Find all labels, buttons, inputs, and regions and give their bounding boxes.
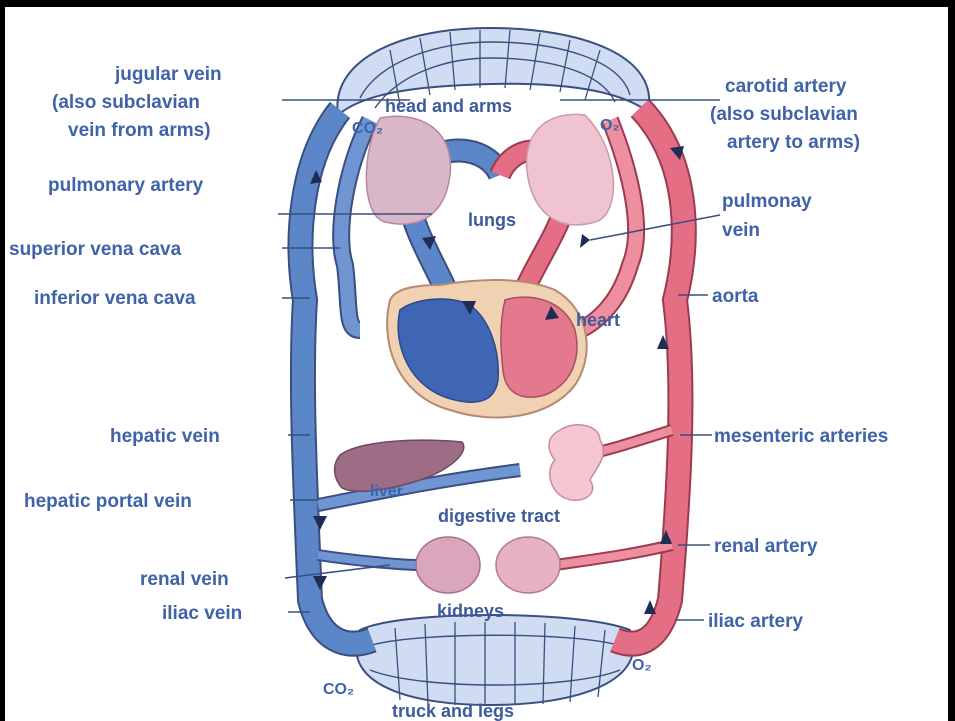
label-co2-bottom: CO₂ <box>323 681 354 698</box>
kidneys <box>416 537 560 593</box>
label-renal-artery: renal artery <box>714 536 818 557</box>
label-pulmonary-artery: pulmonary artery <box>48 175 204 196</box>
label-renal-vein: renal vein <box>140 569 229 590</box>
label-digestive-tract: digestive tract <box>438 506 560 526</box>
label-liver: liver <box>370 483 403 500</box>
label-heart: heart <box>576 310 620 330</box>
label-jugular-vein-3: vein from arms) <box>68 120 211 141</box>
label-jugular-vein-2: (also subclavian <box>52 92 200 113</box>
label-o2-bottom: O₂ <box>632 657 652 674</box>
label-iliac-artery: iliac artery <box>708 611 803 632</box>
label-iliac-vein: iliac vein <box>162 603 242 624</box>
label-head-and-arms: head and arms <box>385 96 512 116</box>
label-carotid-artery-1: carotid artery <box>725 76 847 97</box>
label-carotid-artery-3: artery to arms) <box>727 132 860 153</box>
label-lungs: lungs <box>468 210 516 230</box>
label-mesenteric-arteries: mesenteric arteries <box>714 426 888 447</box>
trunk-capillary-bed <box>356 615 633 705</box>
label-hepatic-portal-vein: hepatic portal vein <box>24 491 192 512</box>
label-pulmonary-vein-2: vein <box>722 220 760 241</box>
label-hepatic-vein: hepatic vein <box>110 426 220 447</box>
label-carotid-artery-2: (also subclavian <box>710 104 858 125</box>
digestive-tract <box>549 425 603 500</box>
label-aorta: aorta <box>712 286 759 307</box>
heart <box>387 280 587 418</box>
label-o2-top: O₂ <box>600 117 620 134</box>
label-kidneys: kidneys <box>437 601 504 621</box>
label-pulmonary-vein-1: pulmonay <box>722 191 812 212</box>
label-superior-vena-cava: superior vena cava <box>9 239 182 260</box>
label-inferior-vena-cava: inferior vena cava <box>34 288 196 309</box>
label-co2-top: CO₂ <box>352 120 383 137</box>
label-trunk-and-legs: truck and legs <box>392 701 514 721</box>
label-jugular-vein-1: jugular vein <box>114 64 222 85</box>
